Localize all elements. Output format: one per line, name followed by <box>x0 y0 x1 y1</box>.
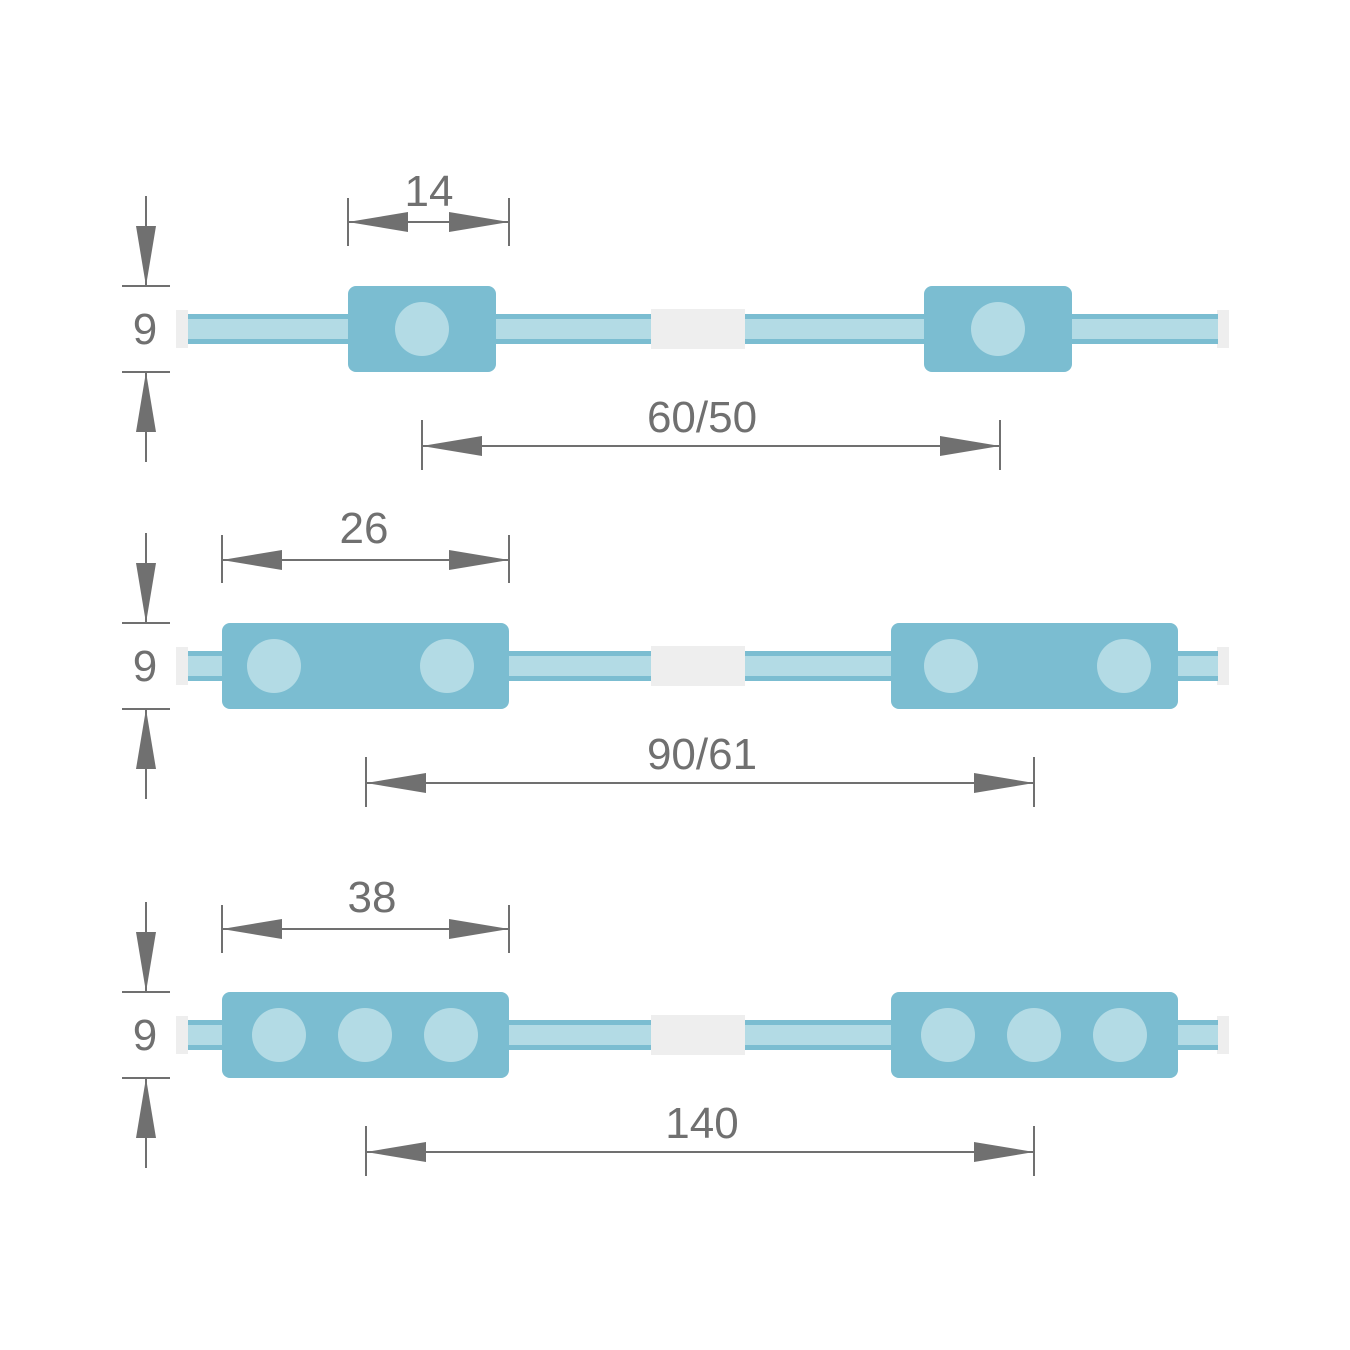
strip-connector <box>651 1015 745 1055</box>
strip-end-cap-left <box>176 310 188 348</box>
led-lens <box>921 1008 975 1062</box>
height-label: 9 <box>133 1011 157 1060</box>
row-2: 9 26 90/61 <box>122 504 1229 807</box>
led-lens <box>971 302 1025 356</box>
height-dimension <box>122 902 170 1168</box>
module-width-dimension <box>221 905 510 953</box>
strip-connector <box>651 309 745 349</box>
height-label: 9 <box>133 305 157 354</box>
led-lens <box>1097 639 1151 693</box>
led-lens <box>247 639 301 693</box>
module-width-dimension <box>347 198 510 246</box>
pitch-dimension <box>365 1126 1035 1176</box>
height-label: 9 <box>133 642 157 691</box>
pitch-label: 90/61 <box>647 730 757 779</box>
led-lens <box>1007 1008 1061 1062</box>
led-module-right <box>891 992 1178 1078</box>
strip-end-cap-right <box>1217 310 1229 348</box>
led-module-right <box>891 623 1178 709</box>
led-lens <box>420 639 474 693</box>
led-lens <box>924 639 978 693</box>
row-1: 9 14 60/50 <box>122 167 1229 470</box>
strip-end-cap-left <box>176 1016 188 1054</box>
pitch-label: 140 <box>665 1099 738 1148</box>
led-lens <box>395 302 449 356</box>
height-dimension <box>122 196 170 462</box>
led-module-left <box>222 623 509 709</box>
led-lens <box>252 1008 306 1062</box>
strip-connector <box>651 646 745 686</box>
led-lens <box>1093 1008 1147 1062</box>
module-width-dimension <box>221 535 510 583</box>
pitch-dimension <box>365 757 1035 807</box>
pitch-dimension <box>421 420 1001 470</box>
led-module-left <box>348 286 496 372</box>
strip-end-cap-right <box>1217 647 1229 685</box>
height-dimension <box>122 533 170 799</box>
strip-end-cap-right <box>1217 1016 1229 1054</box>
led-module-right <box>924 286 1072 372</box>
pitch-label: 60/50 <box>647 393 757 442</box>
module-width-label: 26 <box>340 504 389 553</box>
strip-end-cap-left <box>176 647 188 685</box>
led-module-left <box>222 992 509 1078</box>
module-width-label: 14 <box>405 167 454 216</box>
row-3: 9 38 140 <box>122 873 1229 1176</box>
led-lens <box>424 1008 478 1062</box>
module-width-label: 38 <box>348 873 397 922</box>
led-lens <box>338 1008 392 1062</box>
